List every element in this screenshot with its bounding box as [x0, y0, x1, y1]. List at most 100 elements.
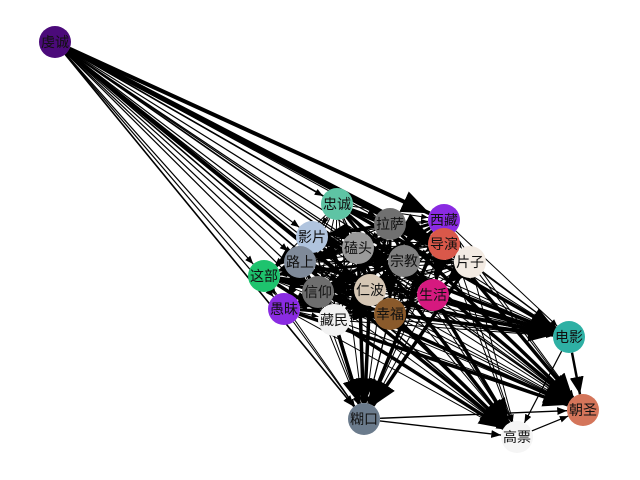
node-label: 糊口: [350, 412, 378, 428]
edge-qian-yingpian: [67, 51, 300, 228]
edge-yumei-hukou: [292, 321, 356, 407]
node-circle: [342, 232, 374, 264]
edge-shenghuo-hukou: [371, 308, 426, 406]
edge-xinyang-gaopiao: [330, 300, 505, 429]
node-circle: [318, 304, 350, 336]
node-xinyang[interactable]: 信仰: [302, 276, 334, 308]
edge-xingfu-dianying: [405, 314, 554, 342]
node-zhongcheng[interactable]: 忠诚: [321, 188, 353, 220]
node-circle: [567, 394, 599, 426]
edge-lasa-ketou: [370, 231, 379, 239]
node-label: 高票: [503, 429, 531, 446]
node-circle: [39, 26, 71, 58]
node-label: 信仰: [304, 285, 332, 301]
edge-yingpian-chaosheng: [325, 245, 570, 402]
node-ketou[interactable]: 磕头: [342, 232, 374, 264]
edge-yumei-zangmin: [299, 311, 319, 318]
node-circle: [374, 298, 406, 330]
edge-daoyan-gaopiao: [449, 258, 512, 423]
edge-xingfu-hukou: [366, 329, 387, 404]
node-gaopiao[interactable]: 高票: [501, 421, 533, 453]
node-circle: [268, 293, 300, 325]
node-label: 拉萨: [376, 217, 404, 233]
node-zhebu[interactable]: 这部: [248, 260, 280, 292]
edge-dianying-gaopiao: [523, 350, 563, 424]
edge-zangmin-hukou: [336, 334, 362, 405]
edge-qian-hukou: [64, 53, 355, 408]
edge-dianying-chaosheng: [569, 352, 584, 395]
edge-layer: [64, 46, 584, 438]
edge-lasa-xizang: [405, 218, 429, 225]
node-circle: [302, 276, 334, 308]
node-chaosheng[interactable]: 朝圣: [567, 394, 599, 426]
edge-qian-xinyang: [66, 52, 307, 282]
node-circle: [553, 321, 585, 353]
node-dianying[interactable]: 电影: [553, 321, 585, 353]
edge-ketou-chaosheng: [370, 256, 571, 402]
node-label: 片子: [456, 255, 484, 271]
edge-xingfu-gaopiao: [400, 323, 507, 428]
node-yumei[interactable]: 愚昧: [268, 293, 300, 325]
node-label: 导演: [430, 237, 458, 253]
node-label: 朝圣: [569, 403, 597, 419]
node-label: 虔诚: [41, 35, 69, 51]
node-circle: [428, 204, 460, 236]
node-circle: [296, 221, 328, 253]
node-yingpian[interactable]: 影片: [296, 221, 328, 253]
node-label: 路上: [286, 255, 314, 271]
edge-hukou-chaosheng: [379, 407, 568, 419]
node-circle: [388, 245, 420, 277]
edge-qian-zhebu: [65, 53, 254, 265]
node-label: 这部: [250, 268, 278, 285]
node-xizang[interactable]: 西藏: [428, 204, 460, 236]
node-label: 磕头: [344, 241, 372, 257]
edge-renbo-chaosheng: [383, 297, 570, 403]
node-pianzi[interactable]: 片子: [454, 246, 486, 278]
edge-qian-xizang: [68, 46, 431, 216]
node-label: 生活: [419, 288, 447, 304]
node-qian[interactable]: 虔诚: [39, 26, 71, 58]
node-renbo[interactable]: 仁波: [354, 274, 386, 306]
node-zangmin[interactable]: 藏民: [318, 304, 350, 336]
node-circle: [454, 246, 486, 278]
edge-zhebu-yumei: [269, 287, 277, 296]
node-xingfu[interactable]: 幸福: [374, 298, 406, 330]
edge-zhongcheng-yingpian: [321, 216, 329, 225]
node-daoyan[interactable]: 导演: [428, 228, 460, 260]
edge-pianzi-chaosheng: [479, 274, 574, 398]
edge-zangmin-gaopiao: [347, 328, 504, 429]
node-label: 忠诚: [323, 197, 351, 213]
edge-qian-luxia: [66, 52, 289, 252]
node-circle: [417, 279, 449, 311]
edge-qian-yumei: [64, 53, 275, 298]
node-circle: [354, 274, 386, 306]
node-shenghuo[interactable]: 生活: [417, 279, 449, 311]
node-label: 宗教: [390, 254, 418, 270]
edge-qian-zongjiao: [68, 49, 391, 254]
node-circle: [321, 188, 353, 220]
edge-zangmin-chaosheng: [348, 324, 569, 406]
node-circle: [428, 228, 460, 260]
node-label: 幸福: [376, 307, 404, 323]
node-circle: [248, 260, 280, 292]
node-circle: [284, 246, 316, 278]
edge-gaopiao-chaosheng: [531, 415, 569, 432]
node-hukou[interactable]: 糊口: [348, 403, 380, 435]
edge-hukou-gaopiao: [379, 420, 502, 438]
edge-shenghuo-chaosheng: [445, 304, 571, 401]
node-circle: [374, 208, 406, 240]
node-label: 电影: [555, 330, 583, 346]
node-zongjiao[interactable]: 宗教: [388, 245, 420, 277]
node-circle: [501, 421, 533, 453]
edge-xinyang-chaosheng: [331, 296, 570, 406]
node-circle: [348, 403, 380, 435]
node-label: 西藏: [430, 213, 458, 229]
node-label: 影片: [298, 230, 326, 246]
node-label: 藏民: [320, 313, 348, 329]
node-luxia[interactable]: 路上: [284, 246, 316, 278]
node-label: 愚昧: [270, 302, 298, 318]
edge-renbo-dianying: [385, 293, 554, 335]
node-lasa[interactable]: 拉萨: [374, 208, 406, 240]
